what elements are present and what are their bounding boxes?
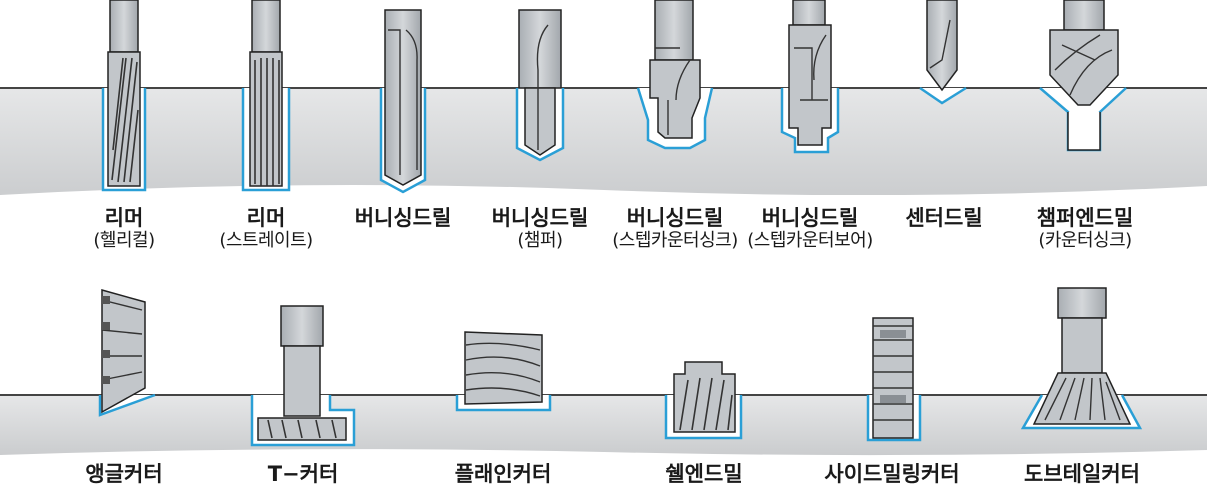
label-angle-cutter: 앵글커터 <box>85 462 162 486</box>
label-burnishing-drill-chamfer: 버니싱드릴 (챔퍼) <box>492 206 589 252</box>
burnishing-drill-chamfer <box>515 9 565 162</box>
label-chamfer-end-mill: 챔퍼엔드밀 (카운터싱크) <box>1037 206 1134 252</box>
burnishing-drill <box>379 9 427 194</box>
label-main: 리머 <box>246 206 286 230</box>
shell-end-mill <box>664 361 743 440</box>
label-burnishing-drill: 버니싱드릴 <box>355 206 452 230</box>
burnishing-drill-step-countersink <box>636 0 714 150</box>
label-main: 사이드밀링커터 <box>824 462 960 486</box>
dovetail-cutter <box>1020 287 1143 430</box>
t-cutter <box>250 305 356 447</box>
label-main: 플래인커터 <box>454 462 552 486</box>
label-main: 버니싱드릴 <box>761 206 859 230</box>
reamer-straight <box>241 0 291 192</box>
label-sub: (스텝카운터보어) <box>747 230 873 251</box>
center-drill <box>919 0 967 105</box>
label-shell-end-mill: 쉘엔드밀 <box>665 462 742 486</box>
label-reamer-straight: 리머 (스트레이트) <box>219 206 313 252</box>
chamfer-end-mill <box>1039 0 1127 152</box>
label-center-drill: 센터드릴 <box>905 206 982 230</box>
plain-cutter <box>455 331 552 412</box>
label-side-milling-cutter: 사이드밀링커터 <box>824 462 959 486</box>
reamer-helical <box>101 0 147 192</box>
label-plain-cutter: 플래인커터 <box>455 462 552 486</box>
label-main: 챔퍼엔드밀 <box>1036 206 1134 230</box>
label-sub: (스텝카운터싱크) <box>612 230 738 251</box>
label-main: 도브테일커터 <box>1024 462 1140 486</box>
label-main: 쉘엔드밀 <box>665 462 743 486</box>
label-sub: (카운터싱크) <box>1038 230 1132 251</box>
side-milling-cutter <box>866 317 922 442</box>
label-t-cutter: T−커터 <box>268 462 339 486</box>
label-main: 리머 <box>104 206 144 230</box>
burnishing-drill-step-counterbore <box>780 0 840 154</box>
angle-cutter <box>98 289 156 417</box>
label-sub: (헬리컬) <box>93 230 155 251</box>
workpiece-row2 <box>0 394 1207 470</box>
label-sub: (스트레이트) <box>219 230 313 251</box>
label-step-countersink: 버니싱드릴 (스텝카운터싱크) <box>612 206 738 252</box>
label-reamer-helical: 리머 (헬리컬) <box>93 206 155 252</box>
label-main: 앵글커터 <box>85 462 163 486</box>
label-main: 버니싱드릴 <box>491 206 589 230</box>
workpiece-row1 <box>0 87 1207 205</box>
label-main: 버니싱드릴 <box>626 206 724 230</box>
label-dovetail-cutter: 도브테일커터 <box>1024 462 1140 486</box>
label-main: T−커터 <box>267 462 339 486</box>
label-main: 버니싱드릴 <box>354 206 452 230</box>
label-main: 센터드릴 <box>905 206 983 230</box>
label-sub: (챔퍼) <box>517 230 563 251</box>
label-step-counterbore: 버니싱드릴 (스텝카운터보어) <box>747 206 873 252</box>
